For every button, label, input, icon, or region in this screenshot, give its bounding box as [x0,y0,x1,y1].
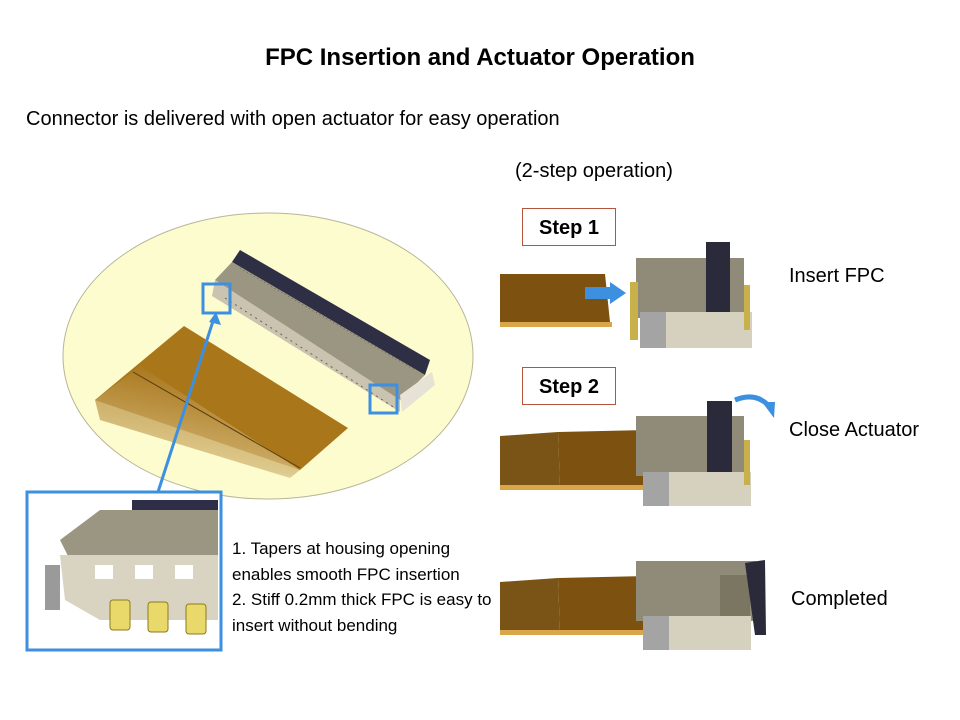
slide-title: FPC Insertion and Actuator Operation [265,44,695,71]
step1-image [500,242,752,348]
highlight-box-left [201,282,232,315]
step2-connector [636,401,751,506]
step2-label: Close Actuator [789,419,920,441]
step2-image [500,394,775,506]
feature-notes: 1. Tapers at housing opening enables smo… [232,536,492,638]
completed-image [500,560,766,650]
completed-label: Completed [791,588,888,610]
overview-fpc [95,326,348,478]
rotate-arrow-icon [734,394,770,407]
step2-badge: Step 2 [522,367,616,405]
detail-inset [25,490,223,652]
step1-badge: Step 1 [522,208,616,246]
note-2: 2. Stiff 0.2mm thick FPC is easy to inse… [232,590,492,635]
completed-connector [636,560,766,650]
overview-connector [212,250,435,412]
step1-label: Insert FPC [789,265,885,287]
step1-connector [630,242,752,348]
highlight-box-right [368,383,399,415]
steps-note: (2-step operation) [515,160,673,182]
note-1: 1. Tapers at housing opening enables smo… [232,539,460,584]
callout-arrow [156,312,221,493]
slide-subtitle: Connector is delivered with open actuato… [26,108,560,130]
